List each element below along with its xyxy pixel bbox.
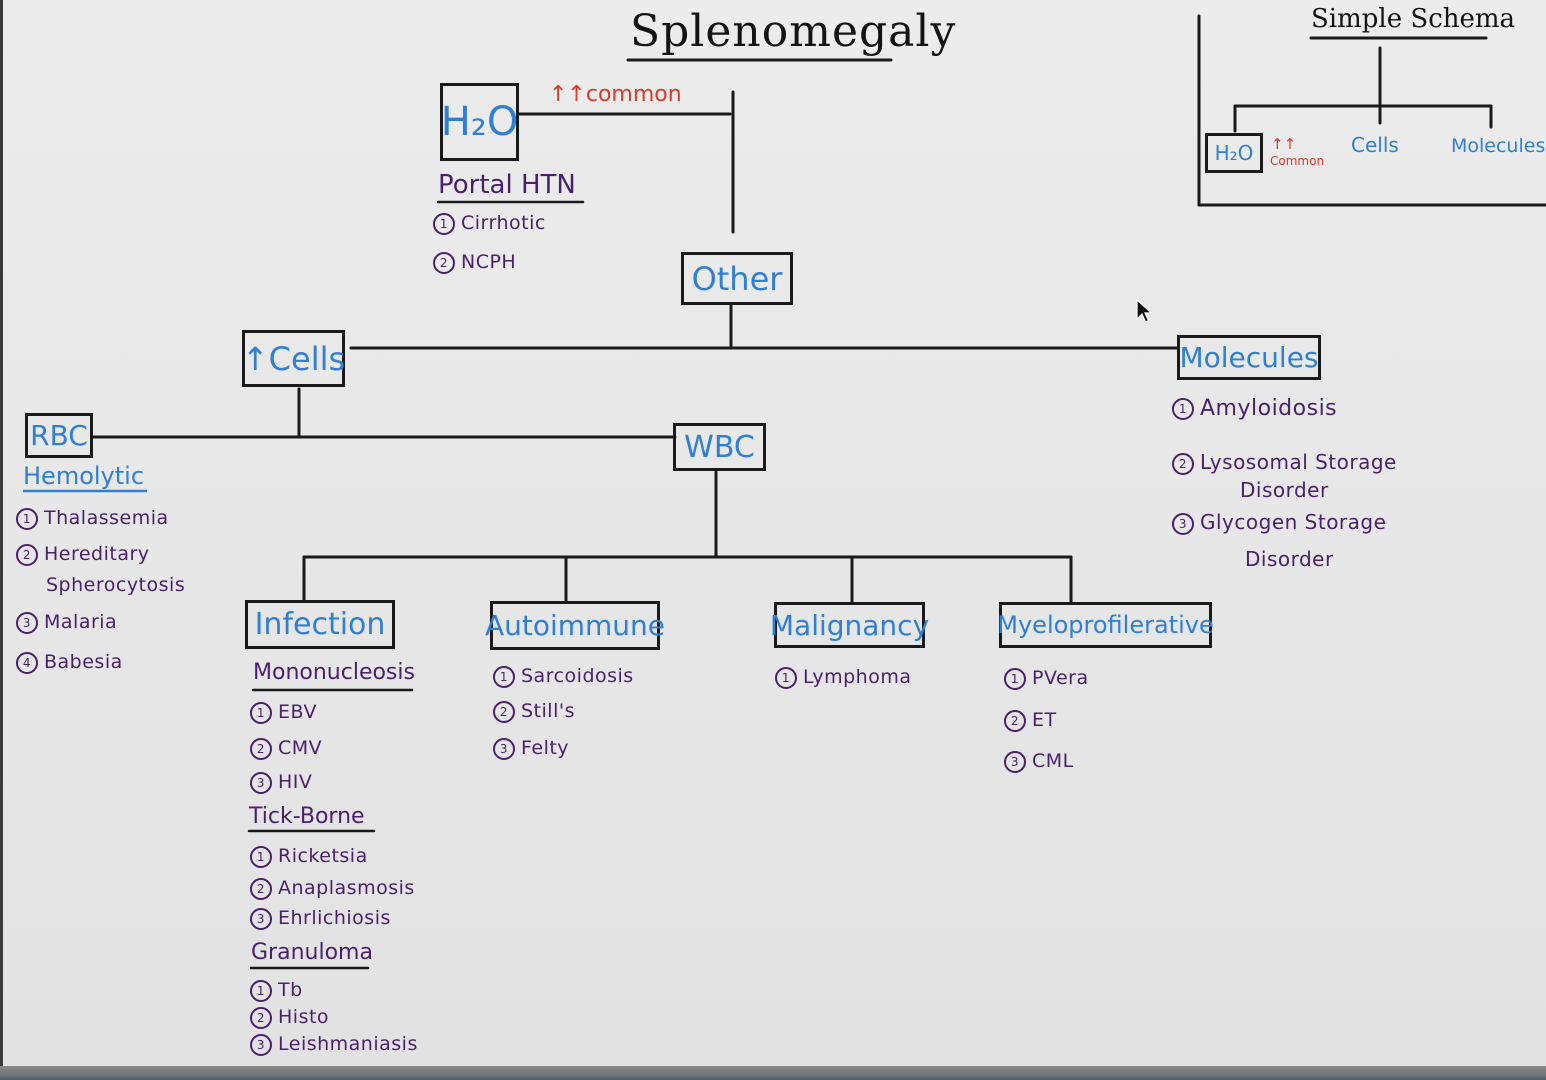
list-item-continuation: Disorder xyxy=(1245,547,1334,571)
node-wbc-label: WBC xyxy=(684,429,755,465)
schema-node-h2o: H₂O xyxy=(1205,133,1263,173)
number-badge: 2 xyxy=(1004,709,1026,732)
number-badge: 1 xyxy=(493,665,515,688)
schema-common-arrows: ↑↑ xyxy=(1271,135,1297,153)
node-h2o[interactable]: H₂O xyxy=(440,83,519,161)
video-bottom-bar xyxy=(0,1066,1546,1080)
number-badge: 1 xyxy=(250,845,272,868)
number-badge: 2 xyxy=(16,543,38,566)
page-title: Splenomegaly xyxy=(630,6,957,57)
schema-common-note: Common xyxy=(1270,154,1325,168)
number-badge: 2 xyxy=(250,1006,272,1029)
node-molecules[interactable]: Molecules xyxy=(1177,335,1321,380)
number-badge: 4 xyxy=(16,651,38,674)
number-badge: 1 xyxy=(16,507,38,530)
number-badge: 3 xyxy=(250,1033,272,1056)
granuloma-heading: Granuloma xyxy=(251,940,373,965)
number-badge: 3 xyxy=(250,907,272,930)
node-rbc-label: RBC xyxy=(30,419,88,452)
node-other-label: Other xyxy=(691,259,783,298)
node-infection-label: Infection xyxy=(254,607,386,642)
number-badge: 2 xyxy=(493,700,515,723)
number-badge: 1 xyxy=(433,212,455,235)
number-badge: 1 xyxy=(1004,667,1026,690)
number-badge: 3 xyxy=(250,771,272,794)
node-myeloproliferative[interactable]: Myeloprofilerative xyxy=(997,602,1214,648)
list-item-continuation: Spherocytosis xyxy=(46,574,186,596)
schema-cells-label: Cells xyxy=(1351,133,1399,157)
node-malignancy[interactable]: Malignancy xyxy=(770,602,929,648)
node-myeloproliferative-label: Myeloprofilerative xyxy=(997,611,1214,639)
tick-borne-heading: Tick-Borne xyxy=(249,804,365,829)
mouse-pointer-icon xyxy=(1136,299,1154,323)
list-item-continuation: Disorder xyxy=(1240,478,1329,502)
node-molecules-label: Molecules xyxy=(1179,341,1319,374)
node-autoimmune[interactable]: Autoimmune xyxy=(485,601,665,650)
simple-schema-title: Simple Schema xyxy=(1311,4,1516,34)
number-badge: 2 xyxy=(250,877,272,900)
number-badge: 2 xyxy=(433,251,455,274)
node-malignancy-label: Malignancy xyxy=(769,608,930,642)
node-rbc[interactable]: RBC xyxy=(25,413,93,458)
node-infection[interactable]: Infection xyxy=(245,600,395,649)
number-badge: 3 xyxy=(493,737,515,760)
number-badge: 3 xyxy=(1004,750,1026,773)
number-badge: 3 xyxy=(16,611,38,634)
node-cells-label: ↑Cells xyxy=(241,339,346,378)
node-h2o-label: H₂O xyxy=(440,99,519,145)
number-badge: 2 xyxy=(1172,452,1194,475)
node-wbc[interactable]: WBC xyxy=(673,423,766,471)
number-badge: 1 xyxy=(1172,398,1194,420)
hemolytic-heading: Hemolytic xyxy=(23,462,145,490)
schema-h2o-label: H₂O xyxy=(1214,141,1254,165)
number-badge: 1 xyxy=(250,979,272,1002)
schema-molecules-label: Molecules xyxy=(1451,135,1546,157)
node-cells[interactable]: ↑Cells xyxy=(242,330,345,387)
number-badge: 1 xyxy=(775,666,797,689)
mononucleosis-heading: Mononucleosis xyxy=(253,660,415,685)
node-autoimmune-label: Autoimmune xyxy=(484,609,666,642)
number-badge: 2 xyxy=(250,737,272,760)
portal-htn-heading: Portal HTN xyxy=(438,170,576,200)
node-other[interactable]: Other xyxy=(681,252,793,305)
number-badge: 3 xyxy=(1172,512,1194,535)
h2o-common-note: ↑↑common xyxy=(549,82,682,107)
number-badge: 1 xyxy=(250,701,272,724)
